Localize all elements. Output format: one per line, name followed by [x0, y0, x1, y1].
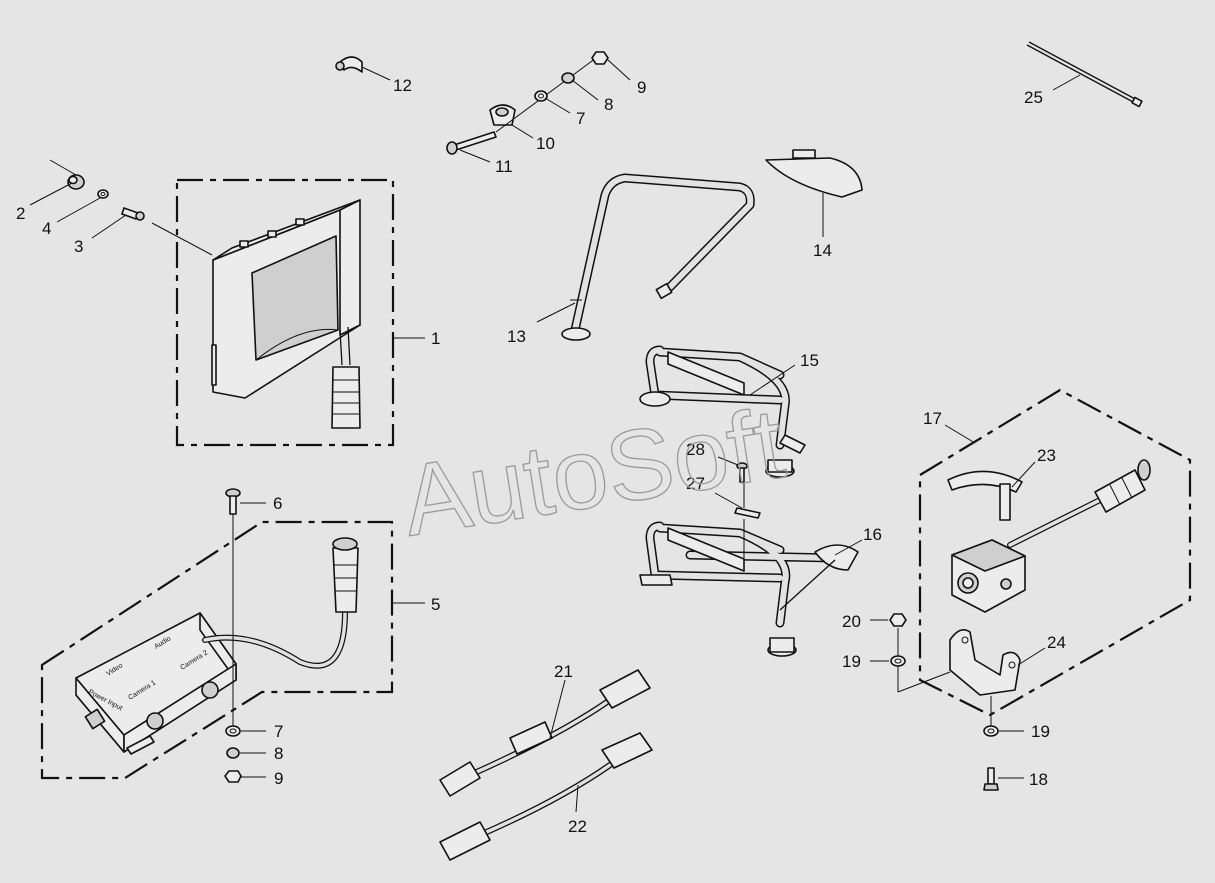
washer-8-top — [561, 72, 575, 84]
callout-12: 12 — [393, 76, 412, 95]
callout-7-lower: 7 — [274, 722, 283, 741]
callout-7: 7 — [576, 109, 585, 128]
callout-24: 24 — [1047, 633, 1066, 652]
control-box: Video Audio Power Input Camera 1 Camera … — [75, 537, 359, 755]
callout-20: 20 — [842, 612, 861, 631]
screw-18 — [983, 767, 999, 791]
callout-5: 5 — [431, 595, 440, 614]
knob-2 — [67, 174, 85, 190]
cable-tie — [1026, 41, 1143, 108]
callout-15: 15 — [800, 351, 819, 370]
callout-18: 18 — [1029, 770, 1048, 789]
callout-17: 17 — [923, 409, 942, 428]
callout-1: 1 — [431, 329, 440, 348]
callout-2: 2 — [16, 204, 25, 223]
callout-4: 4 — [42, 219, 51, 238]
callout-19: 19 — [842, 652, 861, 671]
callout-3: 3 — [74, 237, 83, 256]
callout-27: 27 — [686, 474, 705, 493]
mount-frame-lower — [639, 521, 859, 657]
leader-camera-left-h — [897, 671, 951, 693]
camera-head — [951, 539, 1026, 613]
callout-23: 23 — [1037, 446, 1056, 465]
callout-8-lower: 8 — [274, 744, 283, 763]
nut-9-top — [591, 51, 609, 65]
nut-20 — [889, 613, 907, 627]
screw-6 — [225, 488, 241, 515]
nut-9-left — [224, 770, 242, 783]
callout-19-lower: 19 — [1031, 722, 1050, 741]
washer-19-left — [890, 655, 906, 667]
callout-11: 11 — [495, 157, 513, 176]
camera-mount-24 — [949, 629, 1021, 696]
group-box-control-box — [40, 520, 394, 780]
bolt-11 — [446, 131, 497, 155]
mount-frame-upper — [639, 345, 806, 478]
callout-25: 25 — [1024, 88, 1043, 107]
group-box-camera — [918, 388, 1192, 717]
callout-6: 6 — [273, 494, 282, 513]
callout-9-lower: 9 — [274, 769, 283, 788]
washer-8-left — [226, 747, 240, 759]
callout-13: 13 — [507, 327, 526, 346]
leader-lines — [29, 59, 1081, 813]
clamp-12 — [335, 56, 363, 73]
clamp-10 — [489, 104, 516, 126]
cable-21 — [439, 669, 651, 797]
callout-28: 28 — [686, 440, 705, 459]
group-box-monitor — [175, 178, 395, 447]
callout-22: 22 — [568, 817, 587, 836]
callout-16: 16 — [863, 525, 882, 544]
callout-21: 21 — [554, 662, 573, 681]
rain-cover — [765, 149, 863, 198]
plate-27 — [734, 507, 761, 519]
cable-22 — [439, 732, 653, 861]
tube-bracket — [561, 173, 755, 341]
screw-28 — [736, 462, 748, 483]
callout-14: 14 — [813, 241, 832, 260]
callout-9: 9 — [637, 78, 646, 97]
callout-10: 10 — [536, 134, 555, 153]
camera-cable — [1007, 459, 1151, 548]
washer-7-top — [534, 90, 548, 102]
camera-shade-23 — [947, 470, 1023, 521]
monitor — [211, 199, 361, 429]
washer-4 — [97, 189, 109, 199]
washer-7-left — [225, 725, 241, 737]
bolt-3 — [121, 207, 145, 221]
washer-19-lower — [983, 725, 999, 737]
callout-8: 8 — [604, 95, 613, 114]
